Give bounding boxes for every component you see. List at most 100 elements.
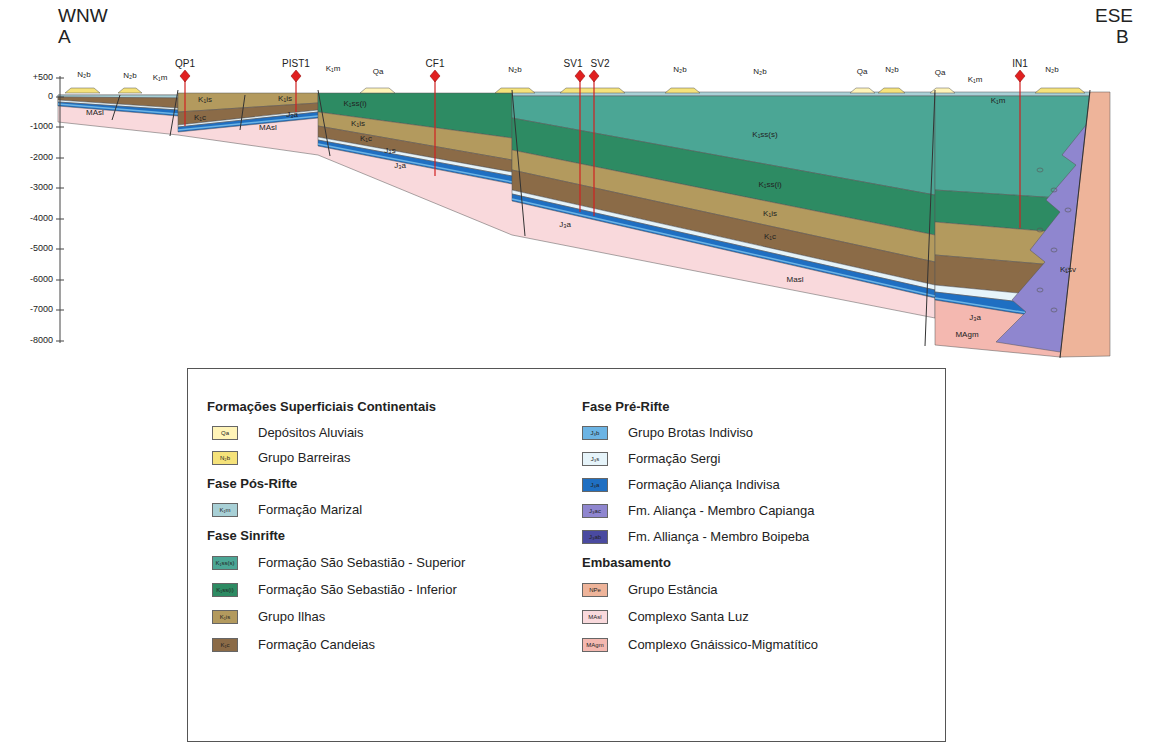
surface-deposit: [665, 88, 700, 93]
formation-code: K₁ss(i): [343, 100, 366, 109]
formation-code: J₃a: [559, 221, 571, 230]
stratum: [512, 170, 935, 285]
legend-heading: Embasamento: [582, 556, 671, 570]
swatch-code: N₂b: [220, 455, 230, 462]
swatch-code: MAgm: [586, 642, 603, 649]
pebble: [1051, 308, 1057, 312]
legend-text: Complexo Santa Luz: [628, 610, 749, 624]
legend-heading: Fase Pós-Rifte: [207, 477, 297, 491]
axis-tick: [56, 280, 64, 281]
well-trace: [579, 78, 580, 212]
swatch-code: J₃a: [591, 482, 600, 489]
well-name: SV1: [564, 58, 583, 69]
formation-code: K₁is: [351, 120, 365, 129]
formation-code: N₂b: [77, 71, 90, 80]
well-trace: [295, 78, 296, 112]
section-end-label: ESE: [1095, 6, 1133, 27]
fault-line: [170, 90, 178, 136]
pebble: [1037, 228, 1043, 232]
formation-code: N₂b: [1045, 66, 1058, 75]
depth-axis: [60, 76, 61, 343]
formation-code: K₁sv: [1060, 266, 1076, 275]
formation-code: K₁c: [764, 233, 776, 242]
axis-tick: [56, 97, 64, 98]
legend-text: Formação Candeias: [258, 638, 375, 652]
well-symbol: [1015, 70, 1025, 82]
pebble: [1051, 188, 1057, 192]
swatch-code: K₁ss(s): [215, 560, 234, 567]
faults-wells: [56, 70, 1090, 358]
well-trace: [184, 78, 185, 126]
formation-code: K₁m: [153, 74, 168, 83]
fault-line: [925, 90, 935, 346]
swatch-code: NPe: [589, 587, 601, 594]
well-name: CF1: [426, 58, 445, 69]
swatch-code: J₃ac: [589, 508, 601, 515]
legend-heading: Formações Superficiais Continentais: [207, 400, 436, 414]
well-symbol: [589, 70, 599, 82]
formation-code: K₁is: [763, 210, 777, 219]
brotas-line: [512, 199, 935, 296]
stratum: [512, 190, 935, 290]
formation-code: K₁c: [360, 135, 372, 144]
swatch-code: J₃b: [591, 430, 600, 437]
legend-text: Grupo Ilhas: [258, 610, 325, 624]
well-symbol: [180, 70, 190, 82]
swatch-code: Qa: [221, 430, 229, 437]
well-symbol: [575, 70, 585, 82]
formation-code: J₃s: [384, 147, 395, 156]
legend-text: Formação Sergi: [628, 452, 720, 466]
legend-text: Formação Marizal: [258, 503, 362, 517]
axis-tick: [56, 188, 64, 189]
depth-label: +500: [33, 73, 53, 83]
formation-code: K₁is: [198, 96, 212, 105]
legend-text: Depósitos Aluviais: [258, 426, 364, 440]
formation-code: N₂b: [673, 66, 686, 75]
surface-deposit: [65, 88, 100, 93]
pebble: [1065, 208, 1071, 212]
surface-deposit: [1035, 88, 1085, 93]
depth-label: -5000: [30, 244, 53, 254]
surface-deposit: [930, 88, 955, 93]
formation-code: K₁is: [278, 95, 292, 104]
swatch-code: MAsl: [588, 614, 601, 621]
stratum: [512, 194, 935, 298]
well-name: IN1: [1012, 58, 1028, 69]
swatch-code: J₃s: [591, 456, 599, 463]
depth-label: -8000: [30, 336, 53, 346]
swatch-code: J₃ab: [589, 534, 601, 541]
formation-code: Qa: [935, 69, 946, 78]
stratum: [318, 137, 512, 176]
section-end-label: A: [58, 27, 71, 48]
surface-deposit: [360, 88, 395, 93]
depth-label: -4000: [30, 214, 53, 224]
swatch-code: K₁m: [219, 507, 230, 514]
legend-text: Grupo Barreiras: [258, 451, 350, 465]
fault-line: [318, 90, 330, 156]
fault-line: [1060, 90, 1090, 358]
formation-code: Qa: [373, 68, 384, 77]
surface-deposit: [495, 88, 535, 93]
legend-text: Formação São Sebastião - Superior: [258, 556, 465, 570]
axis-tick: [56, 249, 64, 250]
legend-text: Grupo Brotas Indiviso: [628, 426, 753, 440]
well-name: SV2: [591, 58, 610, 69]
legend-text: Fm. Aliança - Membro Capianga: [628, 504, 814, 518]
surface-deposit: [118, 88, 142, 93]
well-symbol: [430, 70, 440, 82]
depth-label: -3000: [30, 183, 53, 193]
axis-tick: [56, 78, 64, 79]
formation-code: K₁m: [991, 97, 1006, 106]
brotas-line: [58, 104, 178, 114]
swatch-code: K₁c: [220, 642, 229, 649]
depth-label: -2000: [30, 153, 53, 163]
depth-label: -1000: [30, 122, 53, 132]
well-symbol: [291, 70, 301, 82]
legend-text: Formação São Sebastião - Inferior: [258, 583, 457, 597]
well-trace: [1019, 78, 1020, 228]
legend-text: Grupo Estância: [628, 583, 718, 597]
stratum: [318, 140, 512, 184]
legend-text: Fm. Alliança - Membro Boipeba: [628, 530, 809, 544]
axis-tick: [56, 158, 64, 159]
formation-code: K₁m: [968, 76, 983, 85]
